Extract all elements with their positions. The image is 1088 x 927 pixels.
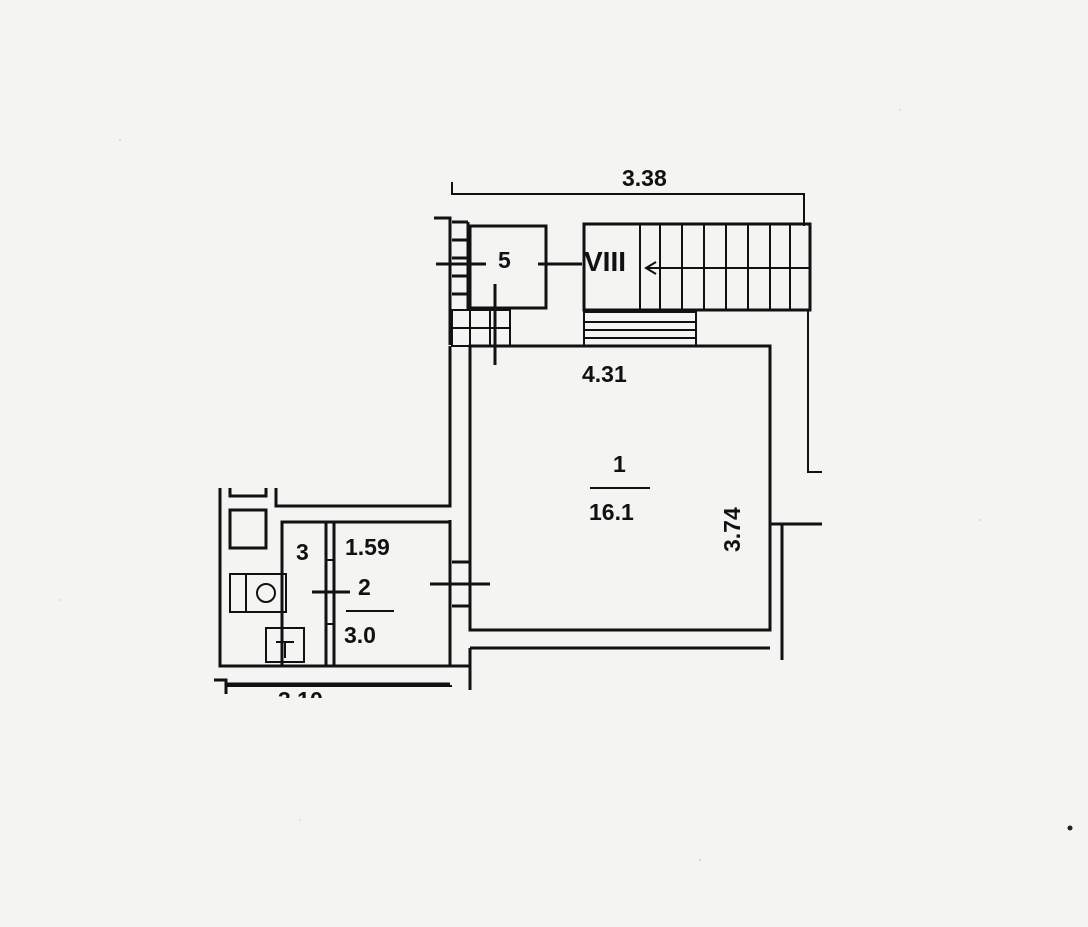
room-2-area: 3.0	[344, 622, 376, 648]
room-5	[436, 224, 582, 365]
sink-icon	[265, 627, 305, 663]
stair-steps	[639, 224, 810, 310]
paper-texture	[59, 109, 1073, 862]
room-1-height: 3.74	[719, 507, 745, 552]
room-1-width: 4.31	[582, 361, 627, 387]
dimension-line-right	[807, 310, 822, 473]
room-2-number: 2	[358, 574, 371, 600]
room-3	[280, 520, 350, 668]
room-1-area: 16.1	[589, 499, 634, 525]
room-2-width: 1.59	[345, 534, 390, 560]
toilet-icon	[229, 573, 287, 613]
room-1-number: 1	[613, 451, 626, 477]
entry-steps	[583, 311, 697, 347]
room-1	[468, 344, 822, 660]
dimension-label-top: 3.38	[622, 165, 667, 191]
dimension-label-right: 2.28	[809, 405, 835, 450]
stair-label: VIII	[584, 246, 626, 277]
wall-tiles	[451, 309, 511, 347]
dimension-line-top	[451, 182, 805, 226]
room-3-number: 3	[296, 539, 309, 565]
wall-left-block	[214, 488, 450, 694]
wall-vestibule	[434, 216, 470, 345]
room-3-door-frames	[326, 559, 334, 625]
dimension-label-bottom: 3.10	[278, 687, 323, 713]
room-5-number: 5	[498, 247, 511, 273]
